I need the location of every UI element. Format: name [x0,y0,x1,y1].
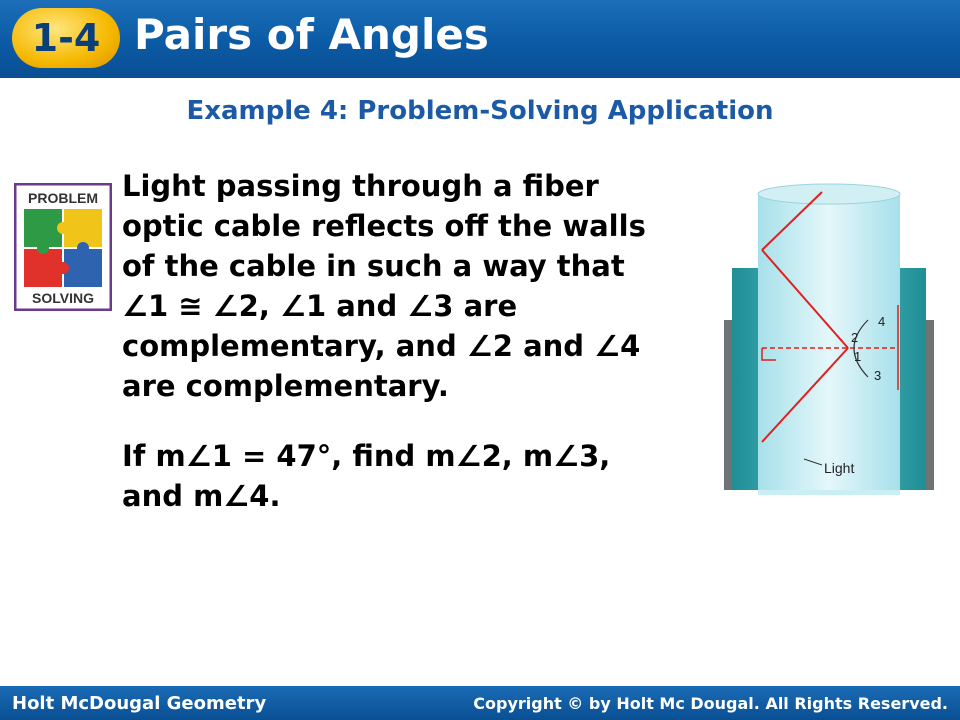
angle-label-4: 4 [878,314,885,329]
fiber-optic-figure: 4 2 1 3 Light [718,183,940,495]
footer-publisher: Holt McDougal Geometry [12,693,267,714]
logo-top-text: PROBLEM [28,190,98,206]
angle-label-2: 2 [851,330,858,345]
light-ray [761,191,823,251]
problem-line: optic cable reflects off the walls [122,209,646,243]
right-angle-mark [761,348,776,361]
problem-line: of the cable in such a way that [122,249,625,283]
question-line: and m∠4. [122,479,281,513]
problem-text: Light passing through a fiber optic cabl… [122,166,712,406]
footer-copyright: Copyright © by Holt Mc Dougal. All Right… [473,694,948,713]
logo-bottom-text: SOLVING [32,290,94,306]
question-text: If m∠1 = 47°, find m∠2, m∠3, and m∠4. [122,436,712,516]
lesson-badge: 1-4 [12,8,120,68]
core-top [757,183,901,205]
angle-label-1: 1 [854,349,861,364]
footer-bar: Holt McDougal Geometry Copyright © by Ho… [0,686,960,720]
core [758,192,900,490]
example-subtitle: Example 4: Problem-Solving Application [186,96,774,126]
header-bar: 1-4 Pairs of Angles [0,0,960,78]
light-ray [761,347,849,443]
lesson-title: Pairs of Angles [134,10,489,59]
light-ray [761,249,849,349]
question-line: If m∠1 = 47°, find m∠2, m∠3, [122,439,611,473]
light-pointer [803,458,823,466]
problem-line: ∠1 ≅ ∠2, ∠1 and ∠3 are [122,289,518,323]
problem-line: are complementary. [122,369,449,403]
problem-line: complementary, and ∠2 and ∠4 [122,329,641,363]
problem-solving-logo: PROBLEM SOLVING [14,183,112,311]
angle-arc [853,319,869,378]
light-label: Light [824,460,854,476]
problem-line: Light passing through a fiber [122,169,599,203]
angle-label-3: 3 [874,368,881,383]
